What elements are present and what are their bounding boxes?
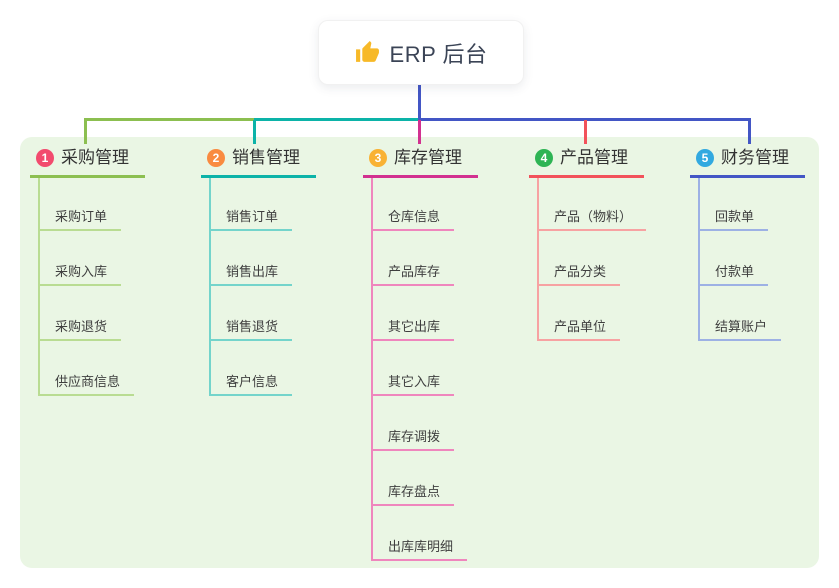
branch-drop-line (584, 120, 587, 144)
leaf-node[interactable]: 销售出库 (209, 263, 293, 286)
leaf-node[interactable]: 客户信息 (209, 373, 293, 396)
branch-column-5: 5 财务管理回款单付款单结算账户 (690, 146, 839, 341)
branch-drop-line (748, 118, 751, 144)
branch-drop-line (84, 118, 87, 144)
leaf-node[interactable]: 采购订单 (38, 208, 122, 231)
branch-column-3: 3 库存管理仓库信息产品库存其它出库其它入库库存调拨库存盘点出库库明细 (363, 146, 543, 561)
branch-topic-node[interactable]: 1 采购管理 (30, 146, 145, 178)
branch-number-badge: 4 (535, 149, 553, 167)
branch-vertical-line (209, 178, 211, 396)
branch-number-badge: 5 (696, 149, 714, 167)
leaf-node[interactable]: 其它入库 (371, 373, 455, 396)
thumbs-up-icon (355, 41, 379, 62)
branch-topic-node[interactable]: 4 产品管理 (529, 146, 644, 178)
leaf-node[interactable]: 采购入库 (38, 263, 122, 286)
leaf-node[interactable]: 回款单 (698, 208, 769, 231)
leaf-node[interactable]: 产品分类 (537, 263, 621, 286)
branch-topic-node[interactable]: 5 财务管理 (690, 146, 805, 178)
branch-topic-label: 库存管理 (394, 148, 462, 167)
branch-topic-label: 财务管理 (721, 148, 789, 167)
branch-topic-node[interactable]: 2 销售管理 (201, 146, 316, 178)
branch-vertical-line (38, 178, 40, 396)
branch-column-1: 1 采购管理采购订单采购入库采购退货供应商信息 (30, 146, 210, 396)
bus-line-left (84, 118, 254, 121)
branch-number-badge: 2 (207, 149, 225, 167)
branches-background-panel (20, 137, 819, 568)
branch-number-badge: 3 (369, 149, 387, 167)
branch-topic-label: 采购管理 (61, 148, 129, 167)
branch-topic-label: 产品管理 (560, 148, 628, 167)
leaf-node[interactable]: 库存盘点 (371, 483, 455, 506)
leaf-node[interactable]: 采购退货 (38, 318, 122, 341)
leaf-node[interactable]: 产品库存 (371, 263, 455, 286)
leaf-node[interactable]: 结算账户 (698, 318, 782, 341)
leaf-node[interactable]: 仓库信息 (371, 208, 455, 231)
branch-column-2: 2 销售管理销售订单销售出库销售退货客户信息 (201, 146, 381, 396)
root-connector-line (418, 84, 421, 118)
branch-drop-line (418, 120, 421, 144)
branch-column-4: 4 产品管理产品（物料） 产品分类产品单位 (529, 146, 709, 341)
leaf-node[interactable]: 出库库明细 (371, 538, 468, 561)
branch-vertical-line (698, 178, 700, 341)
branch-vertical-line (537, 178, 539, 341)
branch-vertical-line (371, 178, 373, 561)
leaf-node[interactable]: 其它出库 (371, 318, 455, 341)
leaf-node[interactable]: 付款单 (698, 263, 769, 286)
branch-topic-label: 销售管理 (232, 148, 300, 167)
leaf-node[interactable]: 库存调拨 (371, 428, 455, 451)
branch-drop-line (253, 120, 256, 144)
root-title: ERP 后台 (389, 41, 488, 67)
leaf-node[interactable]: 供应商信息 (38, 373, 135, 396)
leaf-node[interactable]: 销售退货 (209, 318, 293, 341)
branch-topic-node[interactable]: 3 库存管理 (363, 146, 478, 178)
leaf-node[interactable]: 产品（物料） (537, 208, 647, 231)
branch-number-badge: 1 (36, 149, 54, 167)
bus-line-middle (254, 118, 418, 121)
leaf-node[interactable]: 销售订单 (209, 208, 293, 231)
leaf-node[interactable]: 产品单位 (537, 318, 621, 341)
bus-line-right (418, 118, 751, 121)
root-node-erp[interactable]: ERP 后台 (318, 20, 524, 85)
